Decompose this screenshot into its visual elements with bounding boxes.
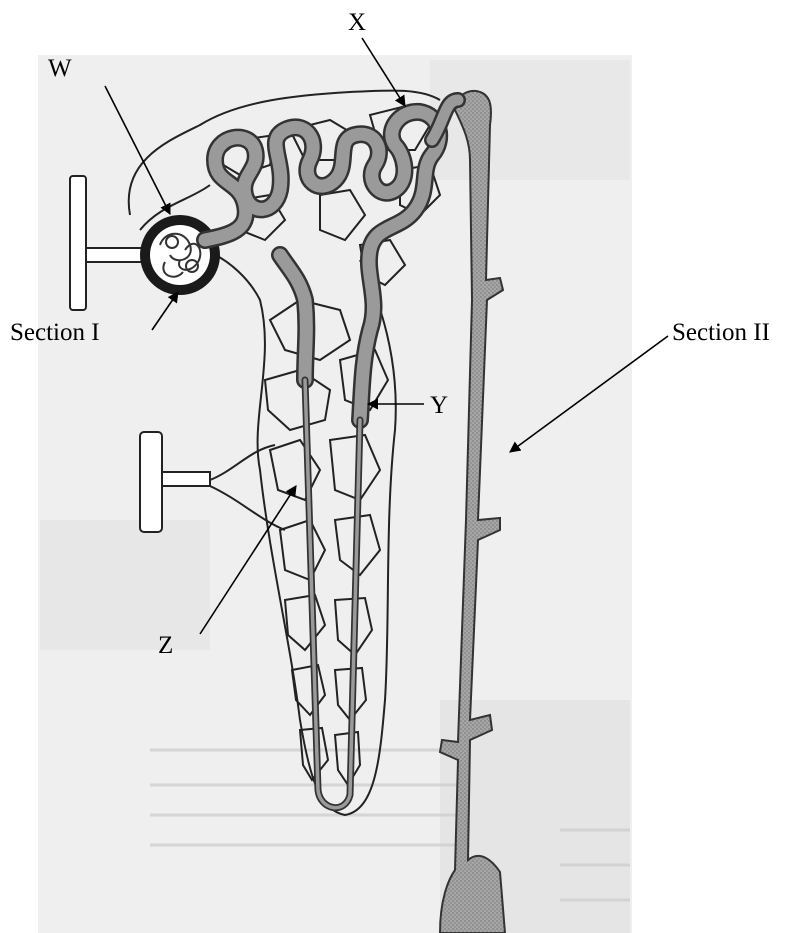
glomerulus bbox=[140, 215, 220, 295]
label-w: W bbox=[48, 56, 72, 81]
label-section-2: Section II bbox=[672, 320, 770, 345]
label-y: Y bbox=[430, 393, 448, 418]
label-z: Z bbox=[158, 633, 173, 658]
label-x: X bbox=[348, 10, 366, 35]
label-section-1: Section I bbox=[10, 320, 100, 345]
scan-texture-2 bbox=[40, 520, 210, 650]
